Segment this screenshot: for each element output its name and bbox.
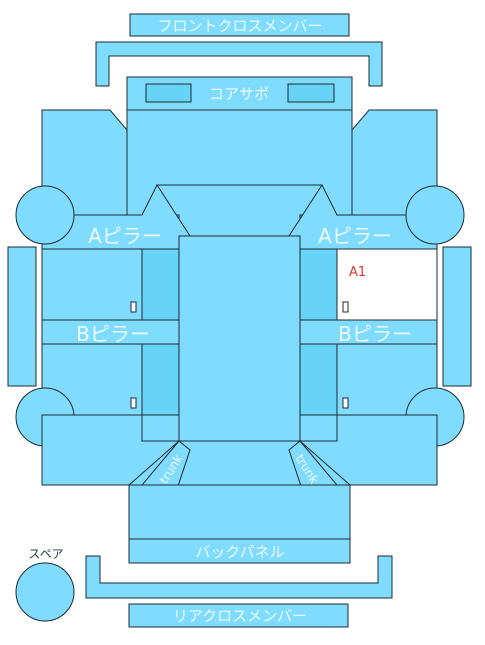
front-cross-member-label: フロントクロスメンバー <box>157 17 322 35</box>
door-front-left[interactable] <box>41 248 143 321</box>
front-cross-member-panel[interactable] <box>129 13 350 37</box>
spare-tire[interactable] <box>15 562 75 622</box>
trunk-lid-panel[interactable] <box>128 484 351 540</box>
b-pillar-right-label: Bピラー <box>338 322 412 346</box>
rear-cross-member-panel[interactable] <box>128 603 349 628</box>
core-support-slot-left <box>145 83 192 103</box>
wheel-front-right[interactable] <box>405 185 465 245</box>
damage-marker-label: A1 <box>349 265 366 280</box>
door-handle-front-left <box>130 301 137 313</box>
door-handle-rear-right <box>342 397 349 409</box>
rear-cross-member-label: リアクロスメンバー <box>173 607 307 625</box>
door-rear-left-inner[interactable] <box>141 343 180 416</box>
rocker-panel-right[interactable] <box>442 246 472 387</box>
core-support-label: コアサポ <box>209 85 269 103</box>
b-pillar-left-label: Bピラー <box>76 322 150 346</box>
wheel-front-left[interactable] <box>15 185 75 245</box>
spare-label: スペア <box>28 547 63 561</box>
roof-panel[interactable] <box>178 235 301 442</box>
door-handle-rear-left <box>130 397 137 409</box>
b-pillar-left-panel[interactable] <box>41 319 180 345</box>
rocker-panel-left[interactable] <box>7 246 37 387</box>
back-panel-label: バックパネル <box>195 543 284 561</box>
front-bumper-bracket[interactable] <box>95 41 383 87</box>
door-front-right[interactable] <box>336 248 438 321</box>
door-front-right-inner[interactable] <box>299 248 338 321</box>
back-panel[interactable] <box>128 538 351 564</box>
a-pillar-left-label: Aピラー <box>88 224 162 248</box>
a-pillar-right-label: Aピラー <box>318 224 392 248</box>
door-handle-front-right <box>342 301 349 313</box>
rear-bumper-bracket[interactable] <box>85 555 393 599</box>
b-pillar-right-panel[interactable] <box>299 319 438 345</box>
door-rear-right-inner[interactable] <box>299 343 338 416</box>
core-support-slot-right <box>287 83 335 103</box>
door-front-left-inner[interactable] <box>141 248 180 321</box>
